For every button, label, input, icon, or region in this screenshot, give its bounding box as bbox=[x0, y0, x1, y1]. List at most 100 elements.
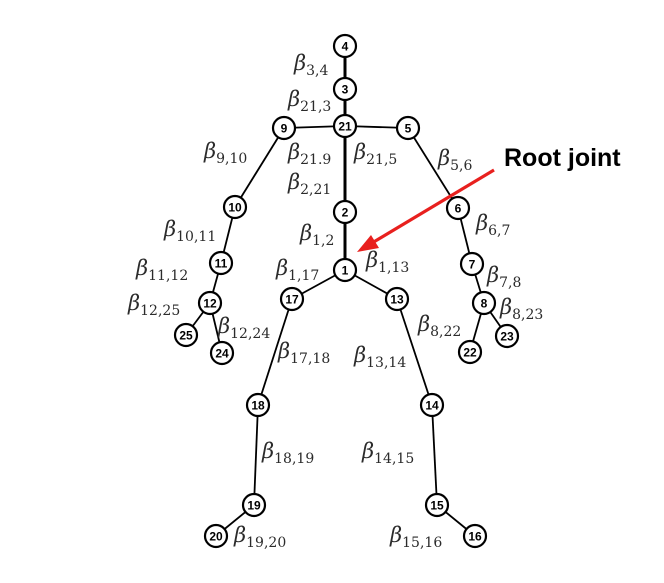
bone-14-15 bbox=[431, 404, 438, 506]
joint-circle bbox=[457, 339, 483, 365]
joint-circle bbox=[395, 115, 421, 141]
joint-circle bbox=[197, 290, 223, 316]
bone-label-beta-10-11: β10,11 bbox=[163, 217, 216, 245]
joint-16: 16 bbox=[462, 523, 488, 549]
joint-2: 2 bbox=[332, 199, 358, 225]
joint-circle bbox=[462, 523, 488, 549]
joint-circle bbox=[245, 392, 271, 418]
joint-number: 6 bbox=[455, 202, 462, 216]
joint-5: 5 bbox=[395, 115, 421, 141]
joint-14: 14 bbox=[419, 392, 445, 418]
bone-18-19 bbox=[253, 404, 259, 506]
joint-6: 6 bbox=[445, 195, 471, 221]
root-annotation: Root joint bbox=[357, 144, 621, 252]
joint-8: 8 bbox=[471, 290, 497, 316]
joint-13: 13 bbox=[384, 286, 410, 312]
joint-7: 7 bbox=[459, 251, 485, 277]
joint-number: 21 bbox=[338, 120, 352, 134]
bone-label-beta-1-2: β1,2 bbox=[299, 221, 334, 249]
joint-12: 12 bbox=[197, 290, 223, 316]
joint-circle bbox=[471, 290, 497, 316]
joint-number: 9 bbox=[281, 122, 288, 136]
joint-circle bbox=[459, 251, 485, 277]
bone-label-beta-15-16: β15,16 bbox=[389, 523, 442, 551]
bone-label-beta-5-6: β5,6 bbox=[437, 146, 472, 174]
joint-1: 1 bbox=[332, 257, 358, 283]
joint-circle bbox=[208, 250, 234, 276]
bone-label-beta-11-12: β11,12 bbox=[135, 256, 188, 284]
bone-label-beta-12-25: β12,25 bbox=[127, 291, 180, 319]
joint-21: 21 bbox=[332, 113, 358, 139]
joint-22: 22 bbox=[457, 339, 483, 365]
joint-number: 1 bbox=[342, 264, 349, 278]
joint-number: 7 bbox=[469, 258, 476, 272]
bone-label-beta-1-13: β1,13 bbox=[365, 248, 409, 276]
joint-number: 18 bbox=[251, 399, 265, 413]
bone-label-beta-7-8: β7,8 bbox=[486, 263, 521, 291]
joint-number: 20 bbox=[209, 530, 223, 544]
joint-number: 17 bbox=[285, 293, 299, 307]
joint-circle bbox=[209, 340, 235, 366]
joint-circle bbox=[271, 115, 297, 141]
bone-label-beta-19-20: β19,20 bbox=[233, 523, 286, 551]
joint-circle bbox=[332, 113, 358, 139]
bone-17-18 bbox=[257, 298, 293, 406]
bone-label-beta-21-3: β21,3 bbox=[287, 87, 331, 115]
bone-label-beta-21-5: β21,5 bbox=[353, 140, 397, 168]
joint-circle bbox=[384, 286, 410, 312]
joint-circle bbox=[241, 492, 267, 518]
joint-number: 3 bbox=[342, 83, 349, 97]
bone-9-10 bbox=[234, 127, 285, 208]
joint-number: 12 bbox=[203, 297, 217, 311]
root-arrow-head bbox=[357, 235, 379, 252]
joint-number: 25 bbox=[179, 329, 193, 343]
joint-circle bbox=[332, 33, 358, 59]
joint-18: 18 bbox=[245, 392, 271, 418]
joint-number: 5 bbox=[405, 122, 412, 136]
joint-number: 22 bbox=[463, 346, 477, 360]
bone-label-beta-12-24: β12,24 bbox=[217, 314, 270, 342]
joint-number: 23 bbox=[500, 330, 514, 344]
joint-4: 4 bbox=[332, 33, 358, 59]
joint-number: 8 bbox=[481, 297, 488, 311]
bone-label-beta-14-15: β14,15 bbox=[361, 439, 414, 467]
bone-labels-layer: β3,4 β21,3 β9,10 β21.9 β21,5 β5,6 β2,21 β10,11 β… bbox=[127, 51, 543, 551]
joint-circle bbox=[173, 322, 199, 348]
joint-number: 11 bbox=[215, 257, 228, 271]
joint-20: 20 bbox=[203, 523, 229, 549]
joint-circle bbox=[332, 76, 358, 102]
joint-number: 10 bbox=[228, 201, 242, 215]
joint-number: 24 bbox=[215, 347, 229, 361]
joint-circle bbox=[445, 195, 471, 221]
joint-9: 9 bbox=[271, 115, 297, 141]
bone-label-beta-21-9: β21.9 bbox=[287, 140, 331, 168]
bone-label-beta-3-4: β3,4 bbox=[293, 51, 328, 79]
joint-15: 15 bbox=[424, 492, 450, 518]
joint-10: 10 bbox=[222, 194, 248, 220]
joint-number: 2 bbox=[342, 206, 349, 220]
joint-number: 15 bbox=[430, 499, 444, 513]
joint-23: 23 bbox=[494, 323, 520, 349]
root-arrow-line bbox=[371, 168, 495, 245]
bone-label-beta-8-22: β8,22 bbox=[417, 312, 461, 340]
bone-label-beta-8-23: β8,23 bbox=[499, 295, 543, 323]
bone-label-beta-17-18: β17,18 bbox=[277, 339, 330, 367]
joint-number: 4 bbox=[342, 40, 349, 54]
joint-circle bbox=[419, 392, 445, 418]
joint-24: 24 bbox=[209, 340, 235, 366]
bone-label-beta-1-17: β1,17 bbox=[275, 256, 319, 284]
joint-25: 25 bbox=[173, 322, 199, 348]
bone-label-beta-9-10: β9,10 bbox=[203, 139, 247, 167]
joint-number: 13 bbox=[390, 293, 404, 307]
bone-label-beta-18-19: β18,19 bbox=[261, 439, 314, 467]
joint-3: 3 bbox=[332, 76, 358, 102]
bone-13-14 bbox=[396, 298, 433, 406]
joint-circle bbox=[494, 323, 520, 349]
joint-number: 16 bbox=[468, 530, 482, 544]
bone-label-beta-13-14: β13,14 bbox=[353, 343, 406, 371]
joint-number: 14 bbox=[425, 399, 439, 413]
joint-circle bbox=[424, 492, 450, 518]
bone-label-beta-2-21: β2,21 bbox=[287, 170, 331, 198]
joint-circle bbox=[203, 523, 229, 549]
